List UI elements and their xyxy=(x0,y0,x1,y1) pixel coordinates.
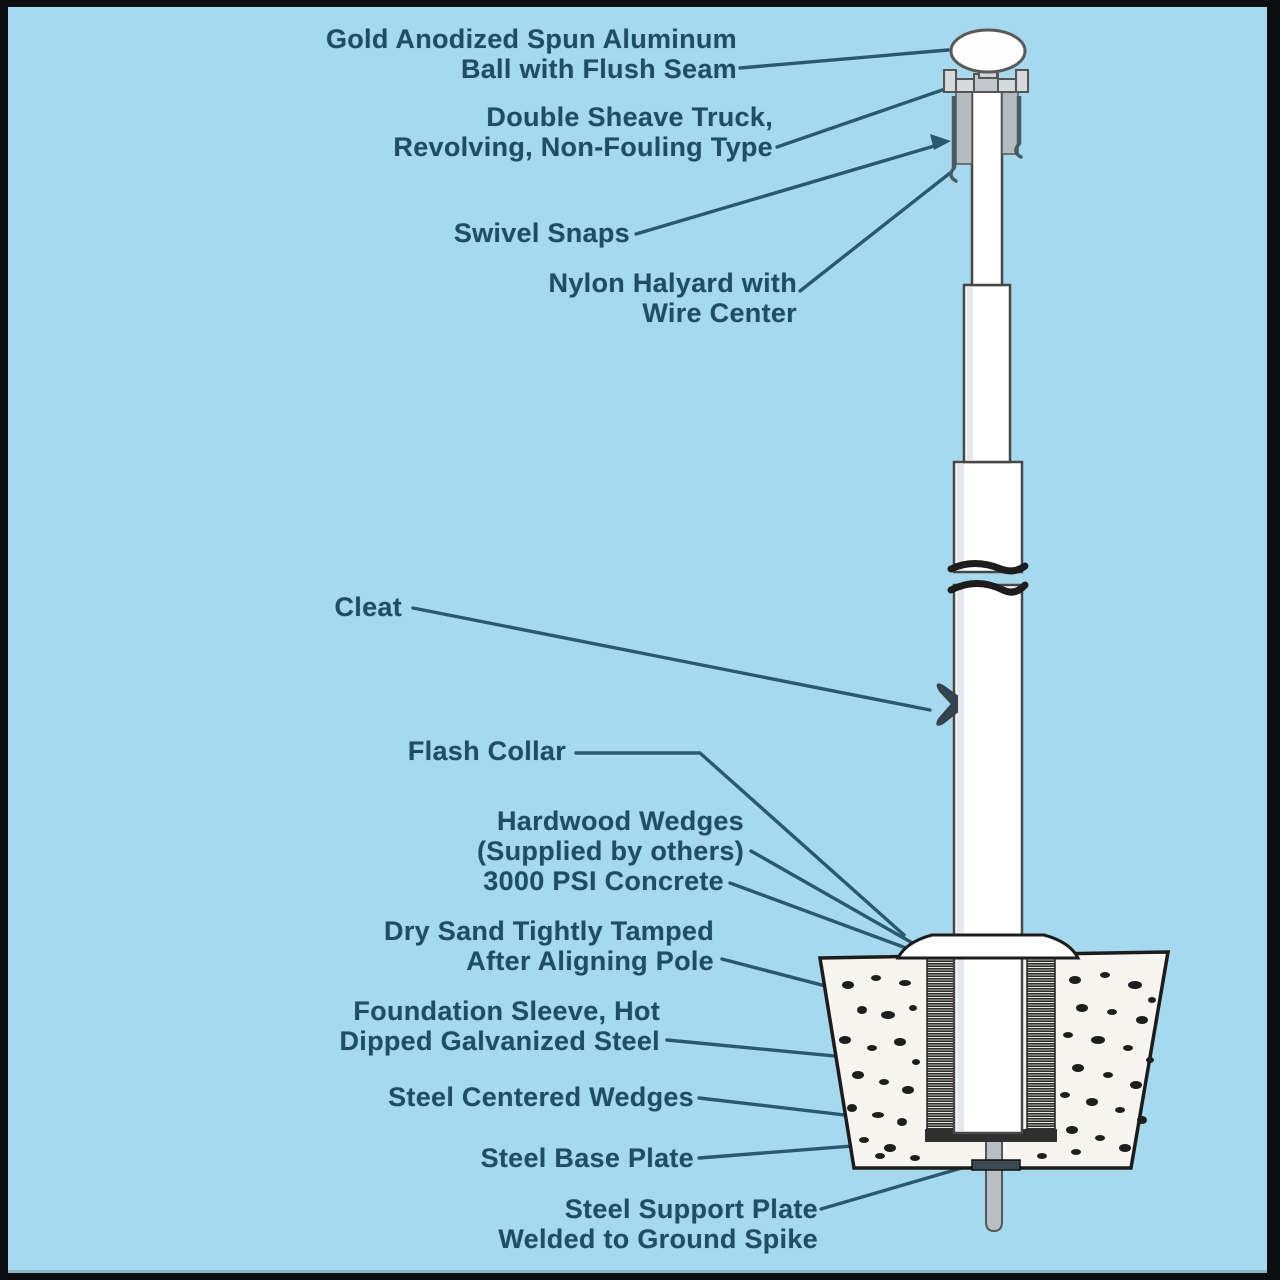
label-hardwood-wedges: Hardwood Wedges (Supplied by others) xyxy=(476,806,744,866)
leader-concrete xyxy=(728,881,927,957)
truck-tab-left xyxy=(943,69,957,93)
leader-support-plate xyxy=(819,1165,967,1211)
pole-section-4 xyxy=(952,583,1024,1135)
foundation-sleeve-right xyxy=(1026,957,1056,1141)
cleat xyxy=(936,683,958,726)
leader-lines xyxy=(411,48,967,1211)
swivel-snaps-arrowhead xyxy=(930,134,951,150)
pole-section-3 xyxy=(952,460,1024,574)
pole-section-1 xyxy=(970,88,1004,287)
label-support-plate: Steel Support Plate Welded to Ground Spi… xyxy=(498,1194,818,1254)
leader-cleat xyxy=(411,606,932,712)
concrete-speckles xyxy=(839,972,1156,1161)
leader-flash-collar xyxy=(574,751,906,937)
pole-break-marks xyxy=(947,560,1029,596)
foundation-sleeve-left xyxy=(926,957,956,1141)
pole-shading-2 xyxy=(967,287,973,460)
pole-shading-3 xyxy=(957,464,964,570)
flagpole xyxy=(895,88,1081,1135)
truck-tab-right xyxy=(1015,69,1029,93)
label-ball: Gold Anodized Spun Aluminum Ball with Fl… xyxy=(325,24,737,84)
gold-ball xyxy=(949,28,1027,74)
leader-halyard xyxy=(798,171,952,293)
label-halyard: Nylon Halyard with Wire Center xyxy=(548,268,797,328)
steel-support-plate xyxy=(971,1159,1021,1171)
leader-swivel-snaps xyxy=(634,142,943,236)
label-base-plate: Steel Base Plate xyxy=(480,1143,694,1173)
truck-assembly xyxy=(943,28,1029,183)
label-swivel-snaps: Swivel Snaps xyxy=(453,218,630,248)
leader-hardwood-wedges xyxy=(749,849,918,947)
swivel-snap-left xyxy=(949,166,958,183)
leader-truck xyxy=(775,85,953,149)
label-cleat: Cleat xyxy=(334,592,402,622)
truck-side-plate-left xyxy=(955,91,973,165)
truck-side-plate-right xyxy=(1001,91,1019,155)
label-dry-sand: Dry Sand Tightly Tamped After Aligning P… xyxy=(384,916,714,976)
label-truck: Double Sheave Truck, Revolving, Non-Foul… xyxy=(393,102,773,162)
label-concrete: 3000 PSI Concrete xyxy=(483,866,724,896)
ground-spike xyxy=(985,1139,1003,1233)
pole-shading-4 xyxy=(957,587,964,1131)
label-foundation-sleeve: Foundation Sleeve, Hot Dipped Galvanized… xyxy=(339,996,660,1056)
leader-ball xyxy=(738,48,950,70)
label-flash-collar: Flash Collar xyxy=(407,736,566,766)
swivel-snap-right xyxy=(1014,142,1023,159)
flash-collar xyxy=(895,933,1081,960)
label-steel-wedges: Steel Centered Wedges xyxy=(388,1082,694,1112)
